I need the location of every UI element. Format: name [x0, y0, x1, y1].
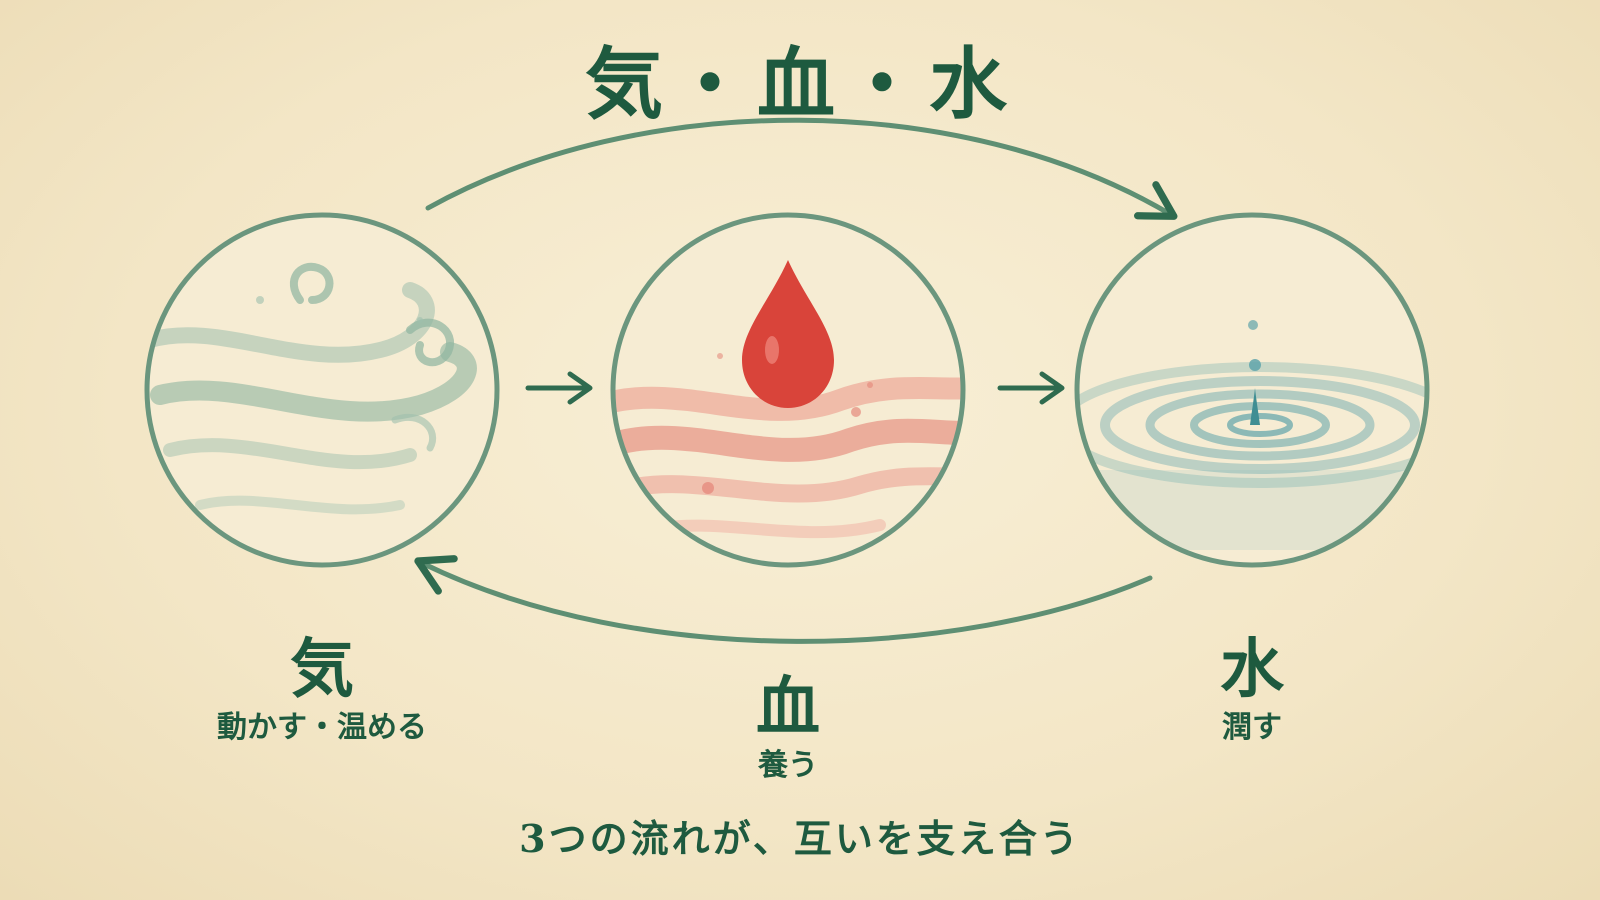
ki-circle — [144, 212, 500, 568]
arrow-ketsu-to-sui — [997, 371, 1065, 405]
caption: 3つの流れが、互いを支え合う — [519, 816, 1081, 861]
wind-swirl-icon — [147, 262, 477, 515]
ki-description: 動かす・温める — [217, 710, 427, 745]
bottom-cycle-arrow — [414, 555, 1153, 644]
sui-circle — [1074, 212, 1430, 568]
ketsu-label: 血 — [756, 670, 820, 745]
sui-description: 潤す — [1222, 710, 1282, 745]
top-cycle-arrow — [425, 117, 1178, 220]
blood-drop-icon — [613, 260, 963, 539]
sui-label: 水 — [1220, 632, 1284, 707]
ki-label: 気 — [290, 632, 354, 707]
page-title: 気・血・水 — [584, 39, 1015, 130]
ketsu-description: 養う — [758, 748, 818, 783]
ketsu-circle — [610, 212, 966, 568]
arrow-ki-to-ketsu — [525, 371, 593, 405]
water-ripple-icon — [1077, 320, 1427, 550]
